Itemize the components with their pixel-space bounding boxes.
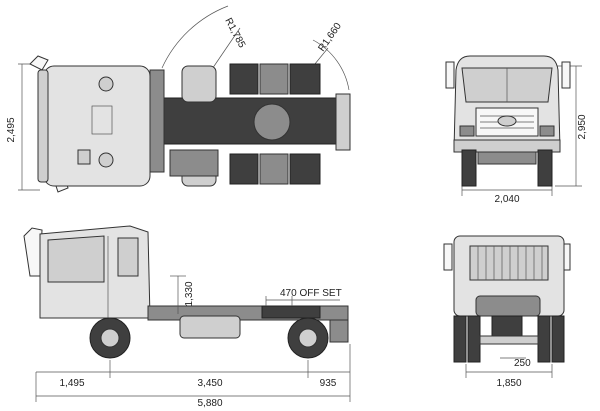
rear-turn-radius-label: R1,660 bbox=[316, 21, 344, 54]
wheelbase-label: 3,450 bbox=[197, 378, 222, 389]
air-tank-top bbox=[181, 65, 217, 103]
rear-tire-right-1 bbox=[229, 153, 259, 185]
frame-height-dim-label: 1,330 bbox=[184, 281, 195, 306]
rear-left-tire-inner bbox=[467, 315, 481, 363]
cab-back-panel bbox=[149, 69, 165, 173]
overall-length-label: 5,880 bbox=[197, 398, 222, 409]
rear-fifth-wheel bbox=[475, 295, 541, 317]
rear-tire-right-3 bbox=[289, 153, 321, 185]
rear-tire-right-2 bbox=[259, 153, 289, 185]
rear-overhang-label: 935 bbox=[320, 378, 337, 389]
hitch-dim-label: 250 bbox=[514, 358, 531, 369]
mudflap bbox=[329, 319, 349, 343]
cab-roof bbox=[43, 65, 151, 187]
front-turn-radius-label: R1,785 bbox=[222, 16, 247, 50]
side-rear-window bbox=[117, 237, 139, 277]
rear-tire-left-3 bbox=[289, 63, 321, 95]
cab-front-bumper bbox=[37, 69, 49, 183]
fifth-wheel bbox=[253, 103, 291, 141]
top-view: R1,785 R1,660 2,495 bbox=[6, 5, 351, 193]
roof-vent-bottom bbox=[98, 152, 114, 168]
front-overhang-label: 1,495 bbox=[59, 378, 84, 389]
rear-left-tire-outer bbox=[453, 315, 467, 363]
rear-tire-left-2 bbox=[259, 63, 289, 95]
rear-left-mirror-icon bbox=[443, 243, 453, 271]
left-mirror-icon bbox=[29, 55, 49, 71]
front-left-tire bbox=[461, 149, 477, 187]
rear-window bbox=[469, 245, 549, 281]
front-view: 2,950 2,040 bbox=[445, 55, 588, 205]
fifth-wheel-side bbox=[261, 305, 321, 319]
right-headlight bbox=[539, 125, 555, 137]
rear-bumper bbox=[335, 93, 351, 151]
front-turn-arc bbox=[161, 5, 229, 69]
rear-track-dim-label: 1,850 bbox=[496, 378, 521, 389]
rear-right-tire-inner bbox=[537, 315, 551, 363]
brand-emblem-icon bbox=[497, 115, 517, 127]
front-height-dim-label: 2,950 bbox=[577, 114, 588, 139]
side-mirror-icon bbox=[23, 227, 43, 277]
fuel-tank bbox=[179, 315, 241, 339]
front-width-dim-label: 2,040 bbox=[494, 194, 519, 205]
side-window bbox=[47, 235, 105, 283]
left-headlight bbox=[459, 125, 475, 137]
front-right-mirror-icon bbox=[561, 61, 571, 89]
chassis-frame bbox=[149, 97, 351, 145]
rear-view: 250 1,850 bbox=[443, 235, 571, 389]
roof-hatch bbox=[91, 105, 113, 135]
front-right-tire bbox=[537, 149, 553, 187]
side-view: 1,330 470 OFF SET 1,495 3,450 935 5,880 bbox=[23, 225, 351, 409]
rear-hitch bbox=[491, 315, 523, 339]
rear-tire-left-1 bbox=[229, 63, 259, 95]
rear-axle bbox=[479, 335, 539, 345]
top-width-dim-label: 2,495 bbox=[6, 117, 17, 142]
front-left-mirror-icon bbox=[445, 61, 455, 89]
roof-vent-top bbox=[98, 76, 114, 92]
rear-right-tire-outer bbox=[551, 315, 565, 363]
offset-label: 470 OFF SET bbox=[280, 288, 342, 299]
rear-turn-arc bbox=[312, 39, 350, 91]
